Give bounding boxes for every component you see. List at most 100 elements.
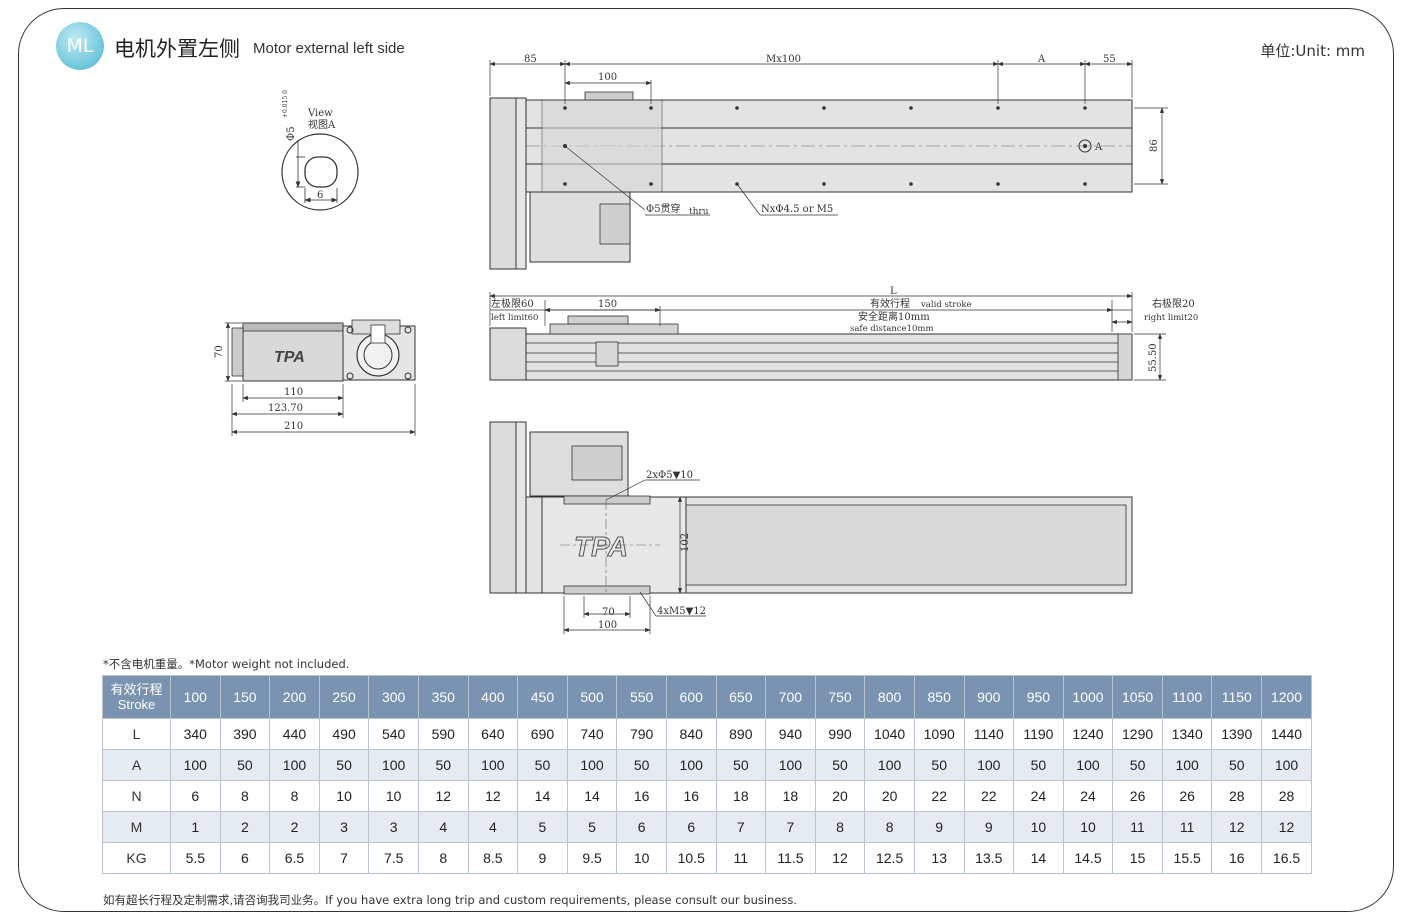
side-right-limit-en: right limit20 xyxy=(1144,313,1198,323)
stroke-column-header: 550 xyxy=(616,675,667,719)
table-cell: 8 xyxy=(269,780,320,812)
table-cell: 8 xyxy=(417,842,469,874)
bottom-hole-top: 2xΦ5▼10 xyxy=(646,470,693,481)
stroke-column-header: 100 xyxy=(170,675,221,719)
side-safe-en: safe distance10mm xyxy=(850,324,934,334)
side-left-limit-en: left limit60 xyxy=(491,313,538,323)
table-cell: 12 xyxy=(417,780,469,812)
bottom-dim-70: 70 xyxy=(602,607,615,618)
side-left-limit-cn: 左极限60 xyxy=(491,297,534,310)
side-view: L 左极限60 left limit60 150 有效行程 valid stro… xyxy=(489,286,1198,381)
stroke-column-header: 800 xyxy=(864,675,915,719)
table-cell: 16 xyxy=(665,780,717,812)
table-cell: 15.5 xyxy=(1161,842,1213,874)
side-dim-l: L xyxy=(890,286,897,297)
table-cell: 12 xyxy=(467,780,519,812)
table-cell: 4 xyxy=(417,811,469,843)
table-cell: 50 xyxy=(814,749,866,781)
side-stroke-cn: 有效行程 xyxy=(870,297,910,310)
table-cell: 5 xyxy=(517,811,568,843)
top-view-mark-a: A xyxy=(1094,142,1103,153)
table-cell: 8 xyxy=(864,811,915,843)
table-cell: 100 xyxy=(765,749,816,781)
view-a-title-en: View xyxy=(307,108,333,119)
top-dim-85: 85 xyxy=(524,54,537,65)
table-cell: 1140 xyxy=(963,718,1015,750)
end-view-logo: TPA xyxy=(274,349,305,366)
row-label: L xyxy=(102,718,171,750)
table-cell: 12 xyxy=(1261,811,1312,843)
table-cell: 10 xyxy=(368,780,419,812)
view-a-title-cn: 视图A xyxy=(308,118,336,131)
table-cell: 24 xyxy=(1013,780,1064,812)
stroke-column-header: 250 xyxy=(318,675,370,719)
table-cell: 6 xyxy=(219,842,271,874)
top-dim-100: 100 xyxy=(598,72,617,83)
view-a-tol: +0.015 0 xyxy=(282,90,289,118)
table-cell: 13.5 xyxy=(963,842,1015,874)
top-dim-55: 55 xyxy=(1103,54,1116,65)
table-cell: 100 xyxy=(467,749,519,781)
table-cell: 1390 xyxy=(1211,718,1263,750)
stroke-column-header: 850 xyxy=(913,675,965,719)
table-cell: 12 xyxy=(1211,811,1263,843)
table-cell: 14 xyxy=(1013,842,1064,874)
table-cell: 20 xyxy=(814,780,866,812)
page-title-cn: 电机外置左侧 xyxy=(114,37,240,61)
stroke-column-header: 1100 xyxy=(1161,675,1213,719)
table-cell: 50 xyxy=(417,749,469,781)
row-label: A xyxy=(102,749,171,781)
view-a-detail: View 视图A Φ5 +0.015 0 6 xyxy=(281,90,359,211)
table-cell: 100 xyxy=(566,749,618,781)
table-cell: 100 xyxy=(368,749,419,781)
stroke-header-cn: 有效行程 xyxy=(110,682,163,697)
table-cell: 100 xyxy=(665,749,717,781)
table-cell: 100 xyxy=(269,749,320,781)
stroke-column-header: 200 xyxy=(269,675,320,719)
top-view: A 85 Mx100 A 55 100 86 Φ5贯穿 thru NxΦ4.5 … xyxy=(489,54,1168,270)
top-hole-label-en: thru xyxy=(689,207,709,217)
table-cell: 390 xyxy=(219,718,271,750)
stroke-column-header: 1050 xyxy=(1112,675,1163,719)
stroke-column-header: 750 xyxy=(814,675,866,719)
weight-note: *不含电机重量。*Motor weight not included. xyxy=(103,657,350,671)
stroke-column-header: 650 xyxy=(715,675,767,719)
stroke-column-header: 1150 xyxy=(1211,675,1263,719)
table-cell: 100 xyxy=(1062,749,1114,781)
table-cell: 15 xyxy=(1112,842,1163,874)
top-dim-86: 86 xyxy=(1149,139,1160,152)
table-cell: 18 xyxy=(765,780,816,812)
table-cell: 7 xyxy=(765,811,816,843)
table-cell: 5.5 xyxy=(170,842,221,874)
row-label: KG xyxy=(102,842,171,874)
table-cell: 640 xyxy=(467,718,519,750)
table-cell: 590 xyxy=(417,718,469,750)
stroke-column-header: 450 xyxy=(517,675,568,719)
stroke-column-header: 1200 xyxy=(1261,675,1312,719)
page-frame xyxy=(18,8,1394,912)
table-cell: 9.5 xyxy=(566,842,618,874)
top-dim-a: A xyxy=(1037,54,1046,65)
table-cell: 490 xyxy=(318,718,370,750)
table-cell: 10 xyxy=(318,780,370,812)
table-cell: 22 xyxy=(913,780,965,812)
bottom-view: TPA 2xΦ5▼10 4xM5▼12 70 100 102 xyxy=(489,421,1133,634)
table-cell: 8 xyxy=(814,811,866,843)
table-cell: 1240 xyxy=(1062,718,1114,750)
end-view-dim-110: 110 xyxy=(284,387,303,398)
table-cell: 9 xyxy=(963,811,1015,843)
stroke-column-header: 150 xyxy=(219,675,271,719)
table-cell: 50 xyxy=(1112,749,1163,781)
end-view-dim-70: 70 xyxy=(214,345,225,358)
page-title-en: Motor external left side xyxy=(253,40,405,57)
table-cell: 8.5 xyxy=(467,842,519,874)
table-cell: 440 xyxy=(269,718,320,750)
table-cell: 10 xyxy=(1062,811,1114,843)
table-cell: 9 xyxy=(517,842,568,874)
table-cell: 11 xyxy=(1112,811,1163,843)
table-cell: 2 xyxy=(219,811,271,843)
side-right-limit-cn: 右极限20 xyxy=(1152,297,1195,310)
